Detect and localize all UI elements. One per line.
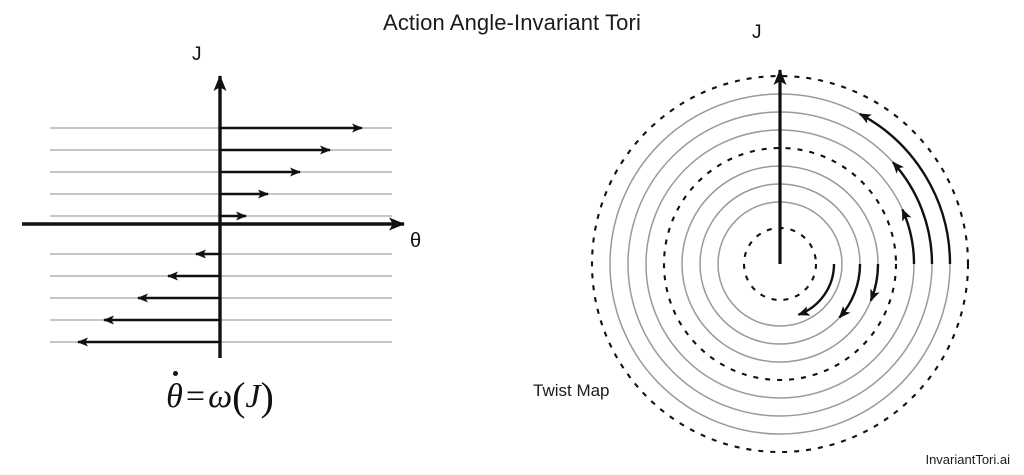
left-panel-axes: [22, 75, 405, 358]
left-axis-label-j: J: [192, 44, 202, 65]
watermark: InvariantTori.ai: [925, 452, 1010, 467]
rotation-arrow-clockwise: [797, 263, 836, 316]
equation-omega: ω: [208, 378, 233, 415]
torus-circle-dashed: [662, 146, 898, 382]
rotation-arrow-counterclockwise: [858, 112, 952, 265]
rotation-arrow-clockwise: [838, 263, 862, 319]
equation-theta-dot: θ: [166, 371, 183, 416]
rotation-arrow-counterclockwise: [901, 208, 916, 265]
page-title: Action Angle-Invariant Tori: [383, 10, 641, 35]
right-panel-flow-arrows: [797, 112, 952, 319]
left-panel-flow-arrows: [77, 123, 363, 347]
equation-theta-dot-omega-j: θ=ω(J): [0, 371, 440, 420]
rotation-arrow-counterclockwise: [892, 161, 934, 265]
equation-close-paren: ): [260, 374, 274, 419]
torus-circle-dashed: [590, 74, 970, 454]
equation-theta-symbol: θ: [166, 378, 183, 415]
equation-dot-accent: [173, 371, 179, 376]
right-axis-label-j: J: [752, 22, 762, 43]
equation-open-paren: (: [232, 374, 246, 419]
equation-equals: =: [185, 378, 206, 415]
rotation-arrow-clockwise: [869, 263, 880, 302]
twist-map-caption: Twist Map: [533, 381, 610, 400]
left-axis-label-theta: θ: [410, 230, 422, 252]
equation-argument-j: J: [245, 378, 261, 415]
